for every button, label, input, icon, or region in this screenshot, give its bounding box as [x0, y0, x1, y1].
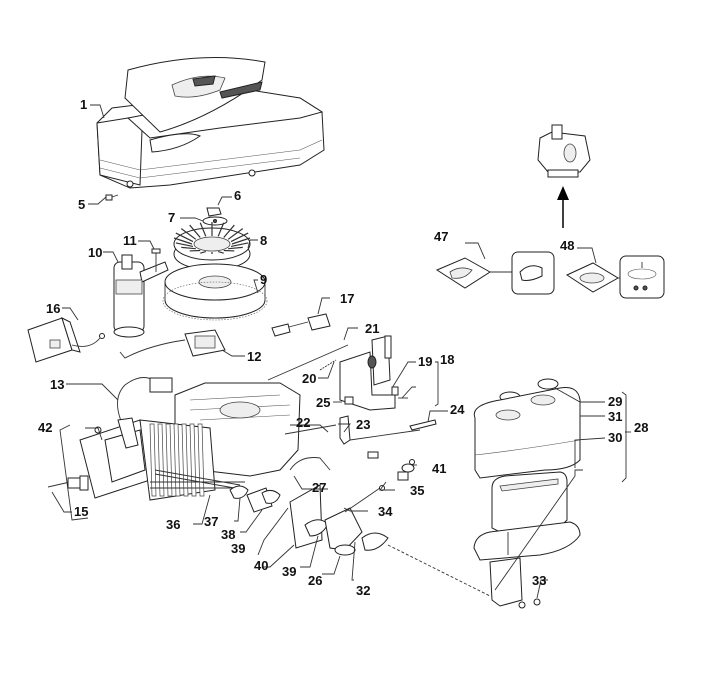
fan-blade [227, 228, 244, 240]
fan-blade [230, 242, 249, 248]
callout-9: 9 [260, 272, 267, 287]
fan-blade [175, 242, 194, 248]
callout-10: 10 [88, 245, 102, 260]
switch-connector-part [271, 313, 331, 337]
fan-part [173, 222, 251, 271]
air-filter-part [473, 378, 581, 609]
callout-5: 5 [78, 197, 85, 212]
arrow-up-icon [557, 186, 569, 228]
callout-20: 20 [302, 371, 316, 386]
callout-6: 6 [234, 188, 241, 203]
callout-13: 13 [50, 377, 64, 392]
callout-16: 16 [46, 301, 60, 316]
cylinder-fin [149, 423, 157, 497]
starter-bolt-part [151, 248, 161, 272]
callout-30: 30 [608, 430, 622, 445]
fan-blade [228, 246, 243, 250]
washer-plate-part [202, 216, 228, 226]
callout-23: 23 [356, 417, 370, 432]
callout-22: 22 [296, 415, 310, 430]
callout-15: 15 [74, 504, 88, 519]
callout-7: 7 [168, 210, 175, 225]
spark-plug-part [47, 475, 89, 491]
callout-19: 19 [418, 354, 432, 369]
callout-18: 18 [440, 352, 454, 367]
callout-28: 28 [634, 420, 648, 435]
callout-26: 26 [308, 573, 322, 588]
fan-blade [189, 224, 201, 238]
callout-42: 42 [38, 420, 52, 435]
callout-27: 27 [312, 480, 326, 495]
callout-11: 11 [123, 233, 137, 248]
fan-blade [230, 232, 249, 243]
callout-40: 40 [254, 558, 268, 573]
callout-34: 34 [378, 504, 393, 519]
callout-38: 38 [221, 527, 235, 542]
fan-blade [217, 222, 225, 237]
callout-47: 47 [434, 229, 448, 244]
callout-39-lower: 39 [282, 564, 296, 579]
callout-8: 8 [260, 233, 267, 248]
cylinder-fin [189, 423, 197, 497]
fan-blade [223, 224, 235, 238]
carburetor-reference-part [537, 124, 591, 178]
callout-25: 25 [316, 395, 330, 410]
fan-blade [173, 237, 193, 245]
cylinder-fin [157, 423, 165, 497]
callout-35: 35 [410, 483, 424, 498]
flywheel-nut-part [206, 207, 222, 217]
callout-31: 31 [608, 409, 622, 424]
callout-37: 37 [204, 514, 218, 529]
cylinder-fin [181, 423, 189, 497]
starter-motor-part [113, 254, 169, 338]
spark-plug-wire-part [117, 377, 173, 449]
fan-blade [218, 251, 224, 254]
callout-1: 1 [80, 97, 87, 112]
fan-blade [231, 237, 251, 245]
callout-29: 29 [608, 394, 622, 409]
callout-12: 12 [247, 349, 261, 364]
callout-32: 32 [356, 583, 370, 598]
engine-cover-part [96, 57, 325, 189]
control-bracket-part [267, 335, 437, 459]
callout-48: 48 [560, 238, 574, 253]
callout-21: 21 [365, 321, 379, 336]
fan-blade [199, 222, 207, 237]
fan-blade [181, 246, 196, 250]
callout-17: 17 [340, 291, 354, 306]
leader-lines [51, 104, 631, 599]
ignition-coil-part [119, 329, 226, 359]
cover-screw-part [105, 194, 119, 201]
callout-33: 33 [532, 573, 546, 588]
fan-blade [180, 228, 197, 240]
callout-39-upper: 39 [231, 541, 245, 556]
callout-36: 36 [166, 517, 180, 532]
flywheel-part [162, 263, 268, 321]
fan-blade [175, 232, 194, 243]
intake-parts [154, 457, 491, 597]
callout-41: 41 [432, 461, 446, 476]
fan-blade [200, 251, 206, 254]
callout-24: 24 [450, 402, 465, 417]
gasket-kit-part [565, 255, 665, 299]
rectifier-part [27, 317, 105, 363]
clamp-kit-part [435, 251, 555, 295]
callout-labels: 1 5 6 7 8 9 10 11 12 13 15 16 17 18 19 2… [38, 97, 648, 598]
